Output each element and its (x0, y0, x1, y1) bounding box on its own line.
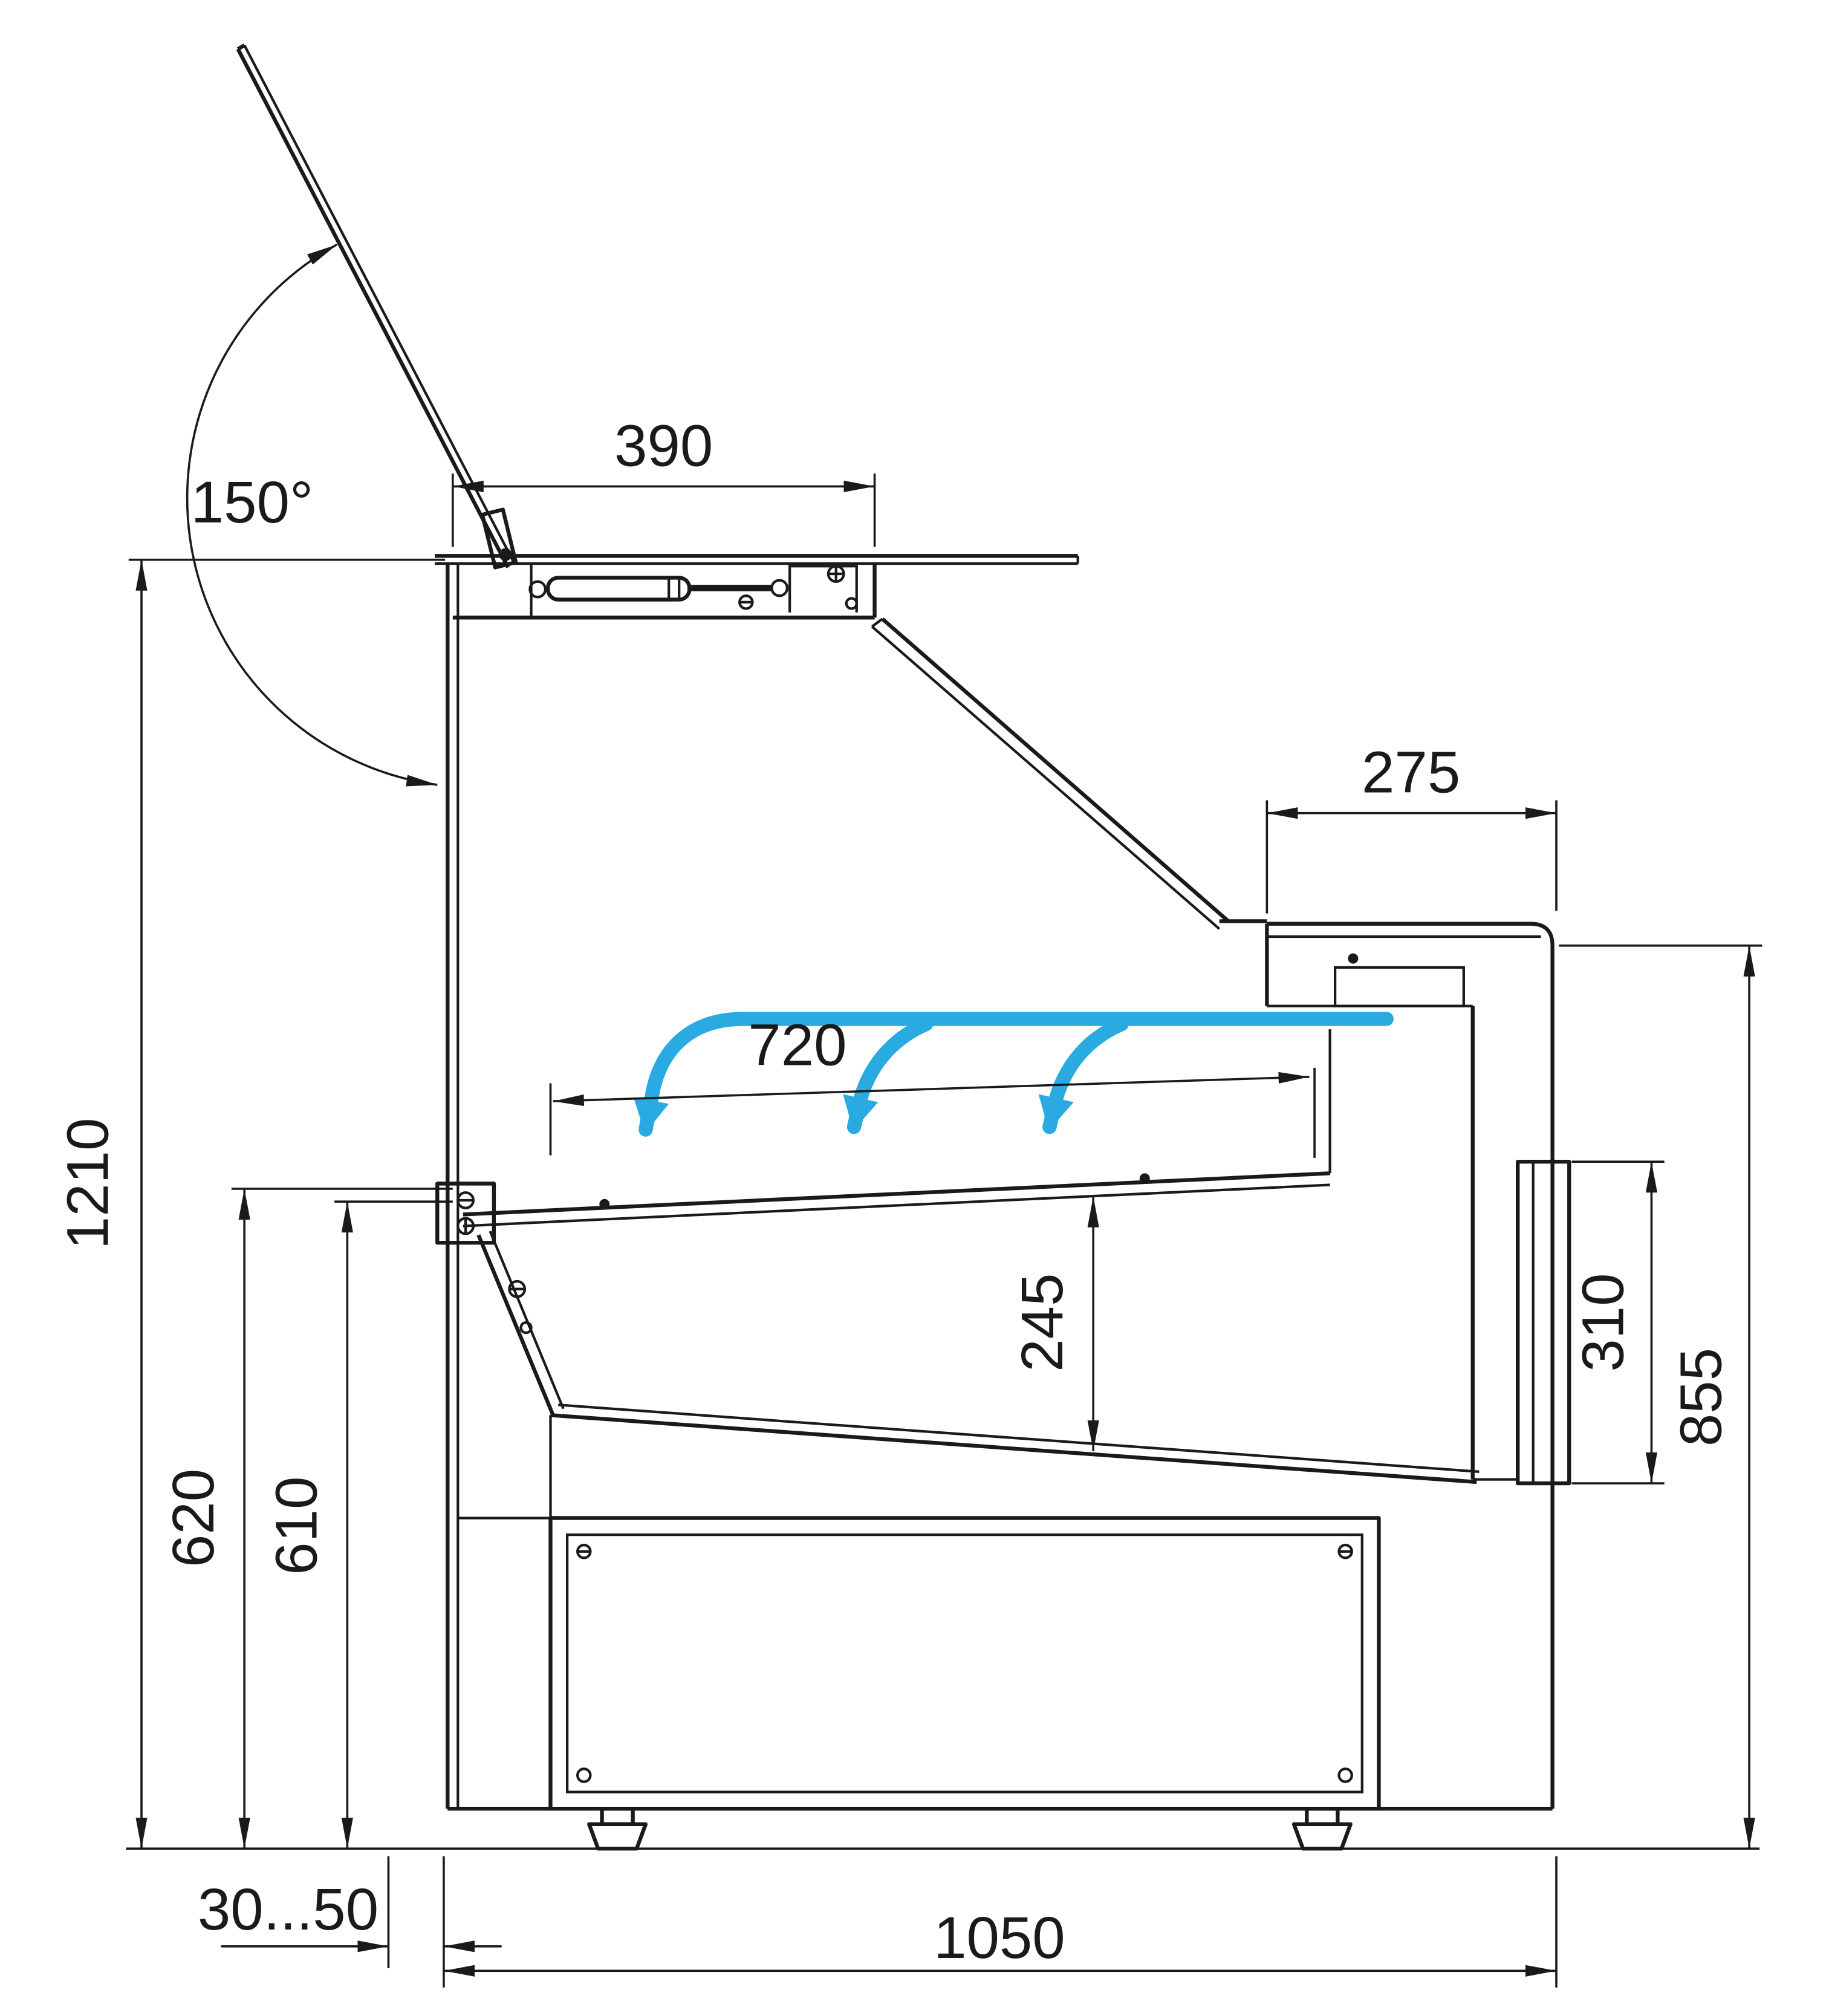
screw-icon (576, 1544, 1353, 1783)
dim-310-label: 310 (1570, 1273, 1636, 1371)
dimension-30-50: 30...50 (198, 1856, 502, 1969)
adjustable-foot (587, 1807, 1353, 1851)
air-grille (1333, 966, 1465, 1007)
dim-1050-label: 1050 (934, 1904, 1065, 1971)
gas-strut (528, 565, 858, 613)
dimension-1210: 1210 (54, 558, 446, 1849)
dim-275-label: 275 (1362, 739, 1460, 805)
dim-620-label: 620 (160, 1469, 226, 1567)
airflow-arrow (843, 1016, 934, 1134)
dim-610-label: 610 (262, 1477, 329, 1575)
front-wall (435, 564, 496, 1809)
dim-245-label: 245 (1009, 1273, 1075, 1371)
deck-stop-pin (1139, 1173, 1150, 1184)
front-display-glass (871, 617, 1267, 930)
dimension-275: 275 (1265, 739, 1558, 914)
dim-390-label: 390 (614, 412, 713, 478)
dimension-720: 720 (549, 1012, 1316, 1158)
dimension-annotations: 1210 620 610 390 150° 275 (54, 243, 1762, 1988)
dim-angle-label: 150° (191, 469, 313, 535)
dim-855-label: 855 (1667, 1348, 1733, 1446)
dimension-150deg: 150° (186, 243, 438, 787)
cold-well (476, 1231, 1480, 1518)
dim-30-50-label: 30...50 (198, 1876, 378, 1942)
deck-stop-pin (599, 1198, 610, 1209)
dimension-390: 390 (451, 412, 876, 547)
base-plinth (447, 1516, 1381, 1811)
display-deck (463, 1029, 1331, 1227)
top-rail (435, 554, 1079, 620)
airflow-arrow (1038, 1016, 1129, 1134)
dim-1210-label: 1210 (54, 1118, 121, 1250)
cabinet-outline (236, 43, 1571, 1851)
dimension-610: 610 (262, 1200, 453, 1849)
screw-icon (738, 565, 858, 610)
dimension-620: 620 (160, 1188, 453, 1849)
dim-720-label: 720 (748, 1012, 846, 1078)
dimension-855: 855 (1559, 945, 1762, 1849)
dimension-245: 245 (1009, 1196, 1099, 1451)
dimension-310: 310 (1570, 1160, 1665, 1484)
rear-compartment (1265, 922, 1571, 1811)
screw-icon (508, 1280, 533, 1335)
rear-panel (1516, 1160, 1571, 1486)
dimension-1050: 1050 (443, 1856, 1558, 1988)
